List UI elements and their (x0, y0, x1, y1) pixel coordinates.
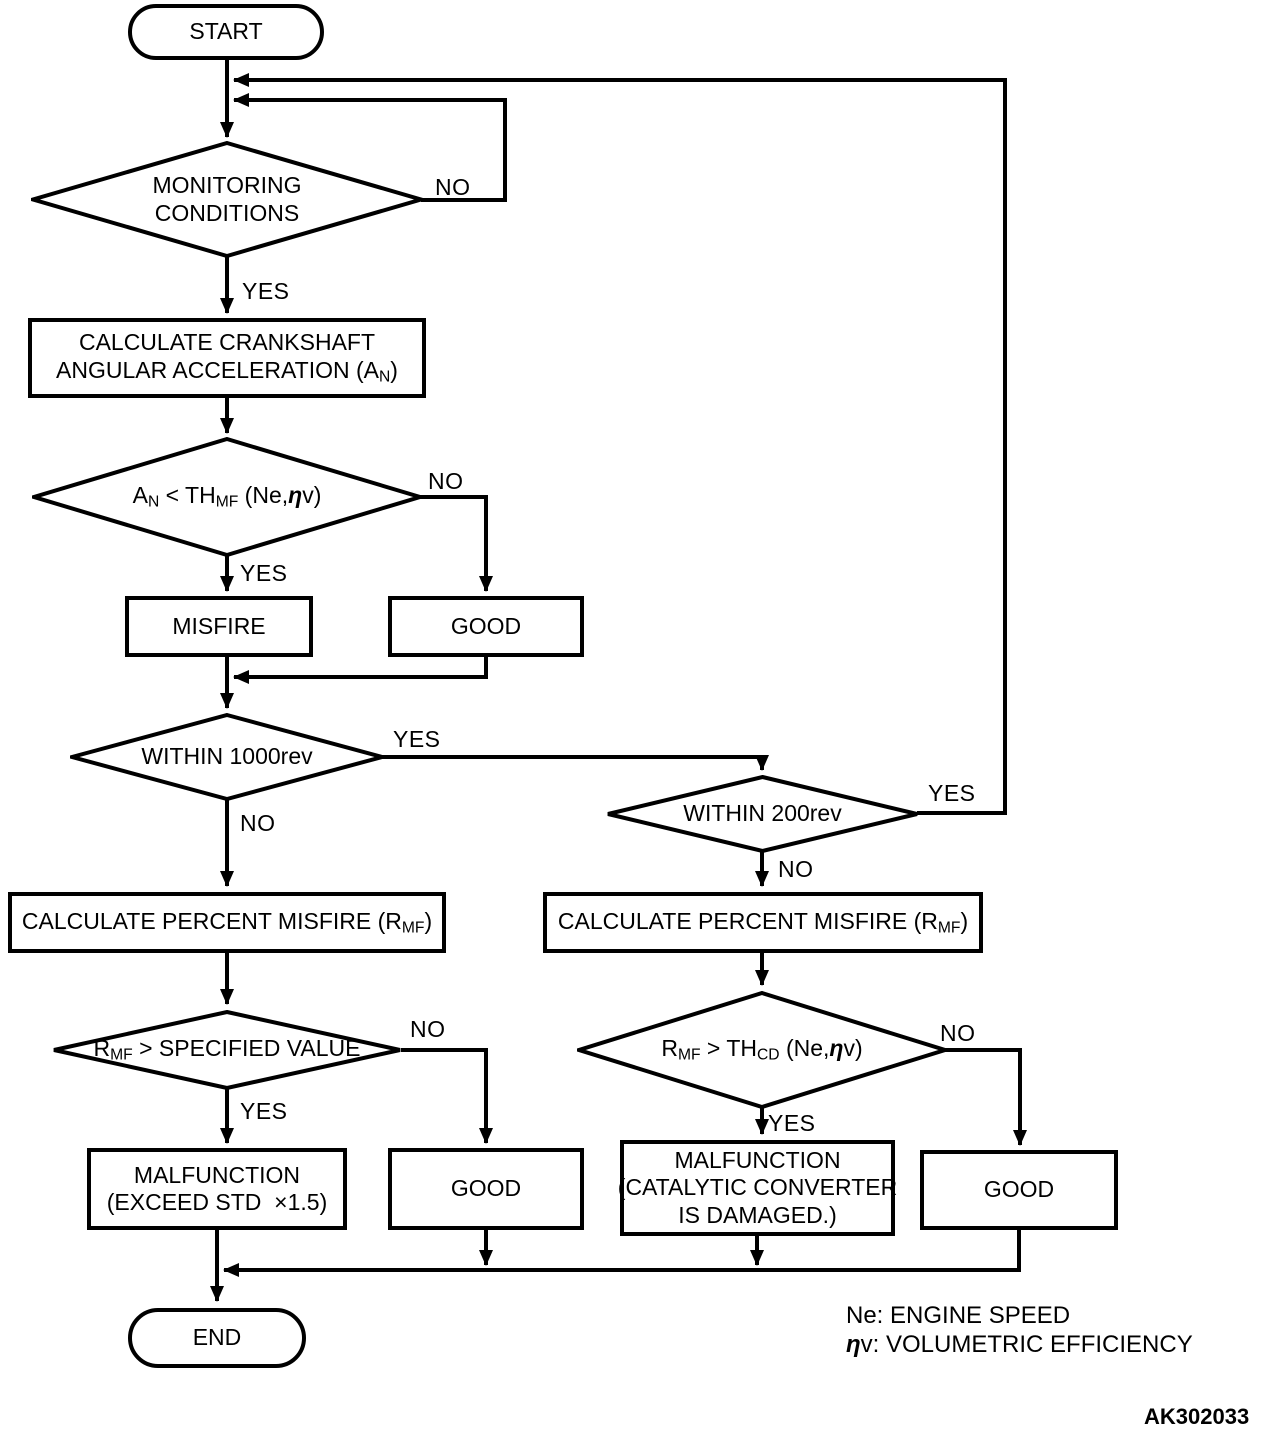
figure-code: AK302033 (1144, 1404, 1249, 1430)
rmf-specified-value-label: RMF > SPECIFIED VALUE (94, 1035, 361, 1065)
process-malfunction-exceed-std: MALFUNCTION(EXCEED STD ×1.5) (87, 1148, 347, 1230)
decision-rmf-thcd: RMF > THCD (Ne,ηv) (577, 991, 947, 1109)
within-1000rev-label: WITHIN 1000rev (141, 743, 312, 770)
rmf-thcd-label: RMF > THCD (Ne,ηv) (661, 1035, 862, 1065)
start-label: START (189, 18, 262, 45)
process-good-2: GOOD (388, 1148, 584, 1230)
edge-label-thcd-no: NO (940, 1020, 976, 1047)
monitoring-conditions-label: MONITORINGCONDITIONS (152, 172, 301, 226)
an-threshold-label: AN < THMF (Ne,ηv) (133, 482, 322, 512)
decision-monitoring-conditions: MONITORINGCONDITIONS (31, 141, 423, 258)
process-calculate-angular-acceleration: CALCULATE CRANKSHAFTANGULAR ACCELERATION… (28, 318, 426, 398)
edge-label-w200-no: NO (778, 856, 814, 883)
process-calculate-percent-misfire-left: CALCULATE PERCENT MISFIRE (RMF) (8, 892, 446, 953)
legend: Ne: ENGINE SPEED ηv: VOLUMETRIC EFFICIEN… (846, 1301, 1193, 1359)
connector-good1-merge (234, 655, 486, 677)
malfunction-exceed-std-label: MALFUNCTION(EXCEED STD ×1.5) (107, 1162, 327, 1216)
decision-within-200rev: WITHIN 200rev (606, 775, 919, 853)
process-calculate-percent-misfire-right: CALCULATE PERCENT MISFIRE (RMF) (543, 892, 983, 953)
legend-engine-speed: Ne: ENGINE SPEED (846, 1301, 1193, 1330)
decision-an-threshold: AN < THMF (Ne,ηv) (32, 437, 422, 557)
process-malfunction-catalytic: MALFUNCTION(CATALYTIC CONVERTERIS DAMAGE… (620, 1140, 895, 1236)
edge-label-spec-no: NO (410, 1016, 446, 1043)
terminal-start: START (128, 4, 324, 60)
end-label: END (193, 1324, 242, 1351)
edge-label-monitoring-no: NO (435, 174, 471, 201)
edge-label-monitoring-yes: YES (242, 278, 290, 305)
terminal-end: END (128, 1308, 306, 1368)
edge-label-spec-yes: YES (240, 1098, 288, 1125)
within-200rev-label: WITHIN 200rev (683, 800, 841, 827)
calculate-angular-acceleration-label: CALCULATE CRANKSHAFTANGULAR ACCELERATION… (56, 329, 398, 386)
edge-label-thcd-yes: YES (768, 1110, 816, 1137)
connector-spec-no-to-good2 (401, 1050, 486, 1143)
good-1-label: GOOD (451, 613, 521, 640)
decision-rmf-specified-value: RMF > SPECIFIED VALUE (52, 1010, 402, 1090)
edge-label-an-yes: YES (240, 560, 288, 587)
connector-ancheck-no-to-good1 (418, 497, 486, 591)
connector-w1000-yes-to-w200 (382, 757, 762, 770)
process-good-3: GOOD (920, 1150, 1118, 1230)
process-misfire: MISFIRE (125, 596, 313, 657)
edge-label-w200-yes: YES (928, 780, 976, 807)
calculate-percent-misfire-right-label: CALCULATE PERCENT MISFIRE (RMF) (558, 908, 968, 938)
calculate-percent-misfire-left-label: CALCULATE PERCENT MISFIRE (RMF) (22, 908, 432, 938)
edge-label-an-no: NO (428, 468, 464, 495)
connector-good3-collector (224, 1230, 1019, 1270)
edge-label-w1000-yes: YES (393, 726, 441, 753)
edge-label-w1000-no: NO (240, 810, 276, 837)
connector-thcd-no-to-good3 (945, 1050, 1020, 1145)
misfire-label: MISFIRE (172, 613, 265, 640)
malfunction-catalytic-label: MALFUNCTION(CATALYTIC CONVERTERIS DAMAGE… (618, 1147, 897, 1228)
legend-volumetric-efficiency: ηv: VOLUMETRIC EFFICIENCY (846, 1330, 1193, 1359)
process-good-1: GOOD (388, 596, 584, 657)
good-3-label: GOOD (984, 1176, 1054, 1203)
good-2-label: GOOD (451, 1175, 521, 1202)
decision-within-1000rev: WITHIN 1000rev (70, 713, 384, 801)
